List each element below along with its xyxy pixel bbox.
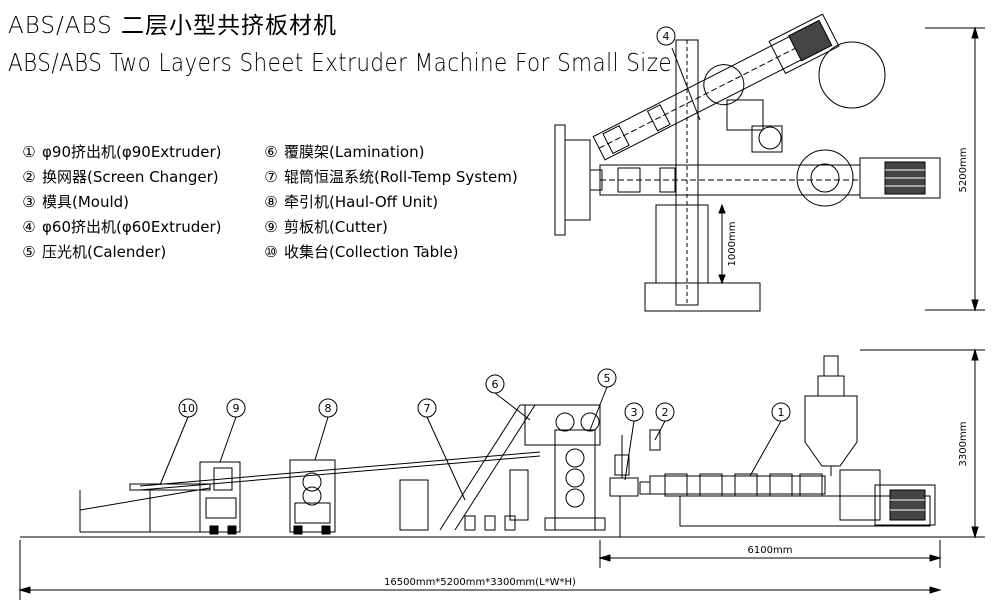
callout-5-label: 5 [604,372,611,385]
legend-label: 覆膜架(Lamination) [284,143,425,161]
legend-label: 压光机(Calender) [42,243,167,261]
legend-num: ⑦ [264,168,278,186]
callout-4-circle [656,26,676,46]
legend-label: 剪板机(Cutter) [284,218,388,236]
title-chinese: ABS/ABS 二层小型共挤板材机 [8,13,338,39]
callout-8-label: 8 [325,402,332,415]
lamination-frame [399,404,601,531]
legend-label: 辊筒恒温系统(Roll-Temp System) [284,168,518,186]
legend-item-1: ① φ90挤出机(φ90Extruder) [20,140,222,165]
legend-label: 收集台(Collection Table) [284,243,459,261]
legend-item-9: ⑨ 剪板机(Cutter) [262,215,518,240]
legend-item-5: ⑤ 压光机(Calender) [20,240,222,265]
legend-item-7: ⑦ 辊筒恒温系统(Roll-Temp System) [262,165,518,190]
inclined-extruder [592,13,840,161]
top-view [554,13,985,312]
side-view [18,348,985,600]
legend-num: ⑧ [264,193,278,211]
dim-text-6100: 6100mm [748,545,793,556]
legend-num: ④ [22,218,36,236]
hopper-top-circle [818,41,886,109]
legend-label: 牵引机(Haul-Off Unit) [284,193,439,211]
legend-num: ⑨ [264,218,278,236]
sheet-line [139,451,541,487]
legend-num: ⑥ [264,143,278,161]
legend-label: 换网器(Screen Changer) [42,168,219,186]
die-top [554,124,566,236]
legend-item-4: ④ φ60挤出机(φ60Extruder) [20,215,222,240]
legend-num: ⑤ [22,243,36,261]
mould [609,429,661,537]
base-block [644,282,761,312]
legend-item-3: ③ 模具(Mould) [20,190,222,215]
legend-item-10: ⑩ 收集台(Collection Table) [262,240,518,265]
callout-6-label: 6 [492,378,499,391]
haul-off-unit [289,459,336,535]
legend-item-6: ⑥ 覆膜架(Lamination) [262,140,518,165]
cutter [199,461,241,535]
legend-num: ③ [22,193,36,211]
calender [544,429,606,531]
dim-text-5200: 5200mm [958,148,969,193]
callout-10-label: 10 [181,402,195,415]
title-english: ABS/ABS Two Layers Sheet Extruder Machin… [8,48,673,77]
callout-4-label: 4 [663,30,670,43]
main-extruder [649,469,936,527]
dim-text-3300: 3300mm [958,422,969,467]
legend-item-8: ⑧ 牵引机(Haul-Off Unit) [262,190,518,215]
legend-label: 模具(Mould) [42,193,130,211]
legend-label: φ60挤出机(φ60Extruder) [42,218,222,236]
collection-table [79,483,211,533]
legend-item-2: ② 换网器(Screen Changer) [20,165,222,190]
legend-num: ① [22,143,36,161]
dim-text-overall: 16500mm*5200mm*3300mm(L*W*H) [384,577,576,588]
callout-2-label: 2 [662,406,669,419]
legend-right-column: ⑥ 覆膜架(Lamination) ⑦ 辊筒恒温系统(Roll-Temp Syste… [262,140,518,265]
callout-3-label: 3 [631,406,638,419]
callout-1-label: 1 [778,406,785,419]
legend-num: ⑩ [264,243,278,261]
hopper [804,355,858,476]
legend-label: φ90挤出机(φ90Extruder) [42,143,222,161]
callout-9-label: 9 [233,402,240,415]
callout-7-label: 7 [424,402,431,415]
dim-text-1000: 1000mm [727,222,738,267]
legend-num: ② [22,168,36,186]
legend-left-column: ① φ90挤出机(φ90Extruder) ② 换网器(Screen Changer… [20,140,222,265]
